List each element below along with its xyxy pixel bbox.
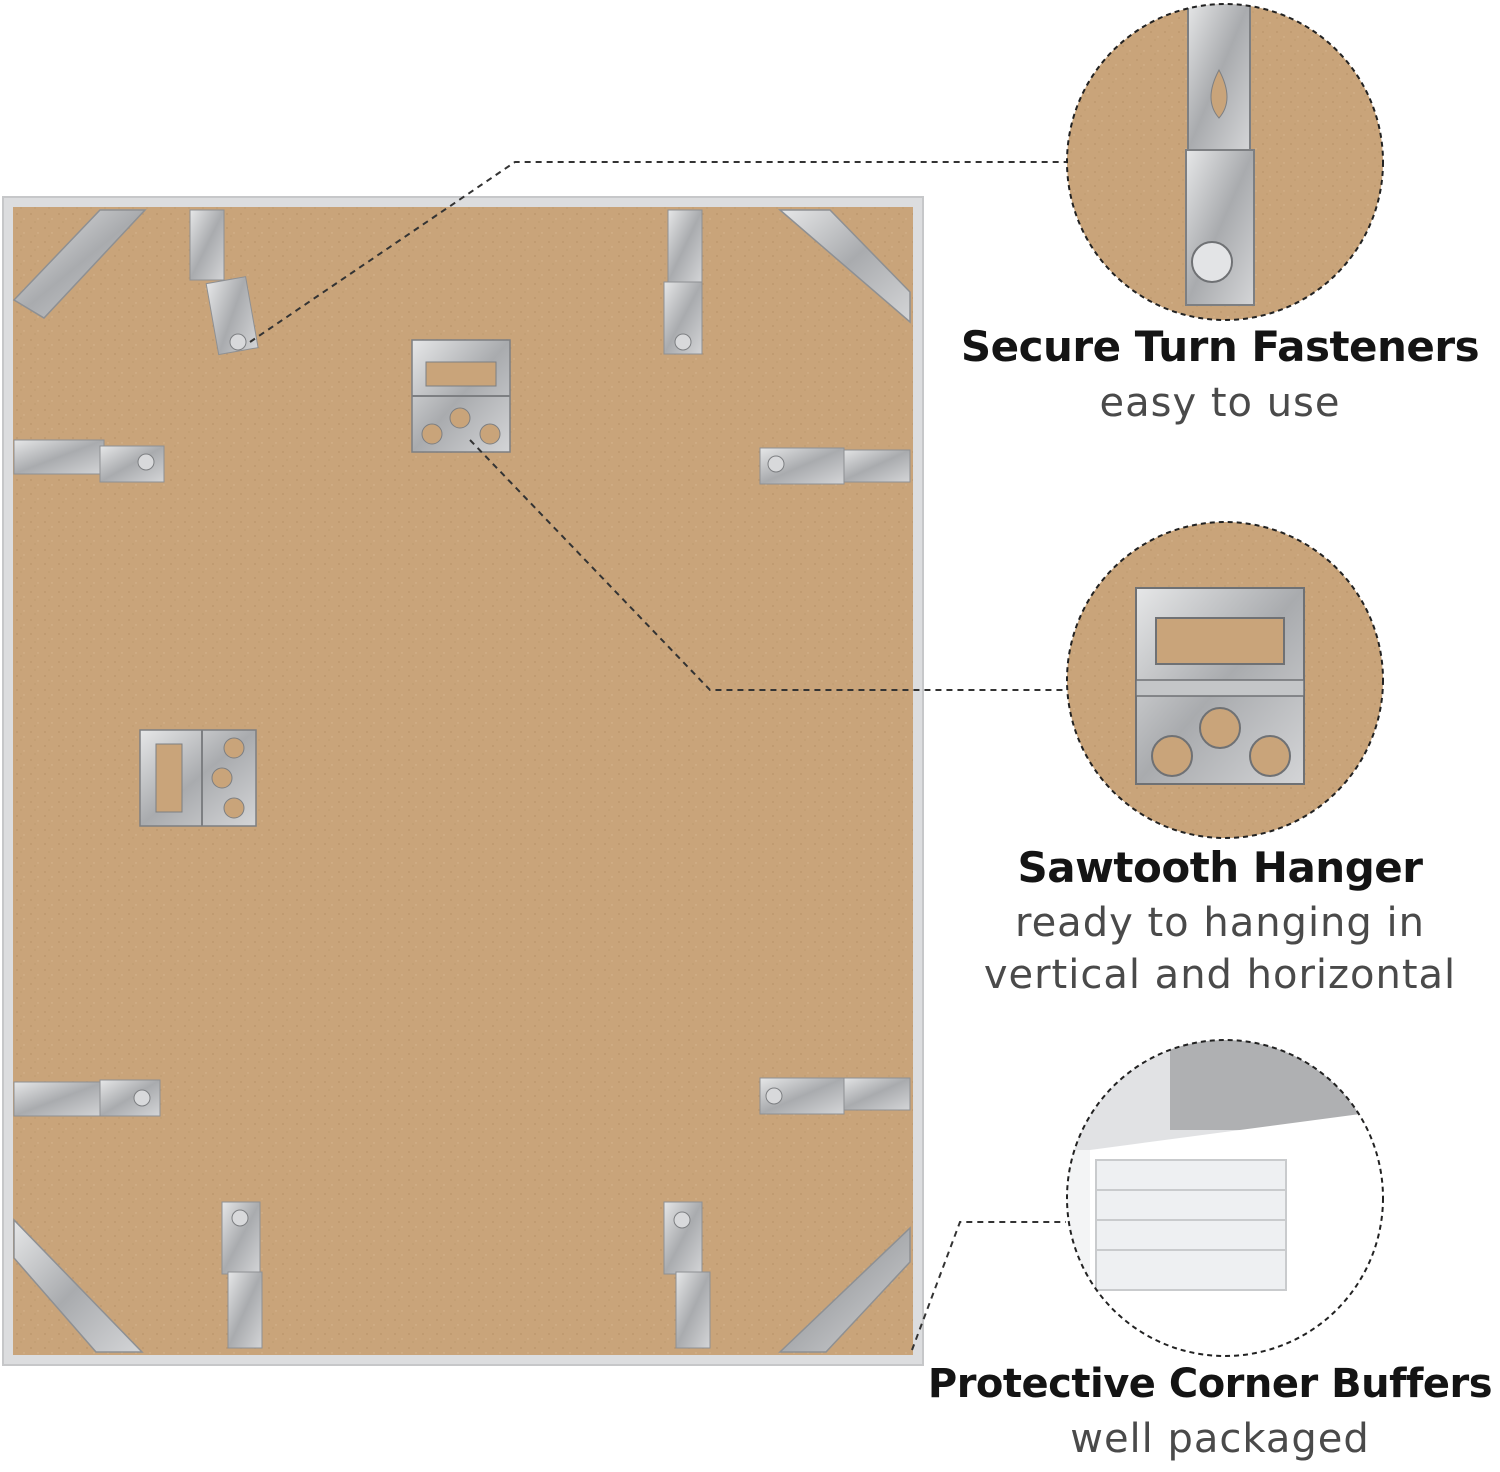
feature-title-turn-fasteners: Secure Turn Fasteners bbox=[960, 322, 1480, 371]
corner-clips bbox=[12, 209, 911, 1353]
zoom-corner-buffers bbox=[1066, 1039, 1384, 1357]
feature-title-corner-buffers: Protective Corner Buffers bbox=[927, 1361, 1493, 1407]
turn-fastener-right-lower bbox=[759, 1077, 911, 1115]
feature-subtitle-sawtooth-hanger-line1: ready to hanging in bbox=[1015, 900, 1425, 946]
turn-fastener-left-lower bbox=[13, 1079, 161, 1117]
zoom-sawtooth-hanger bbox=[1066, 521, 1384, 839]
sawtooth-hanger-side bbox=[139, 729, 257, 827]
leader-lines bbox=[249, 161, 1066, 1351]
turn-fastener-bottom-right bbox=[663, 1201, 711, 1349]
zoom-turn-fastener bbox=[1066, 3, 1384, 321]
turn-fastener-top-left bbox=[189, 209, 259, 356]
turn-fastener-bottom-left bbox=[221, 1201, 263, 1349]
feature-subtitle-sawtooth-hanger-line2: vertical and horizontal bbox=[983, 952, 1457, 998]
turn-fastener-left-upper bbox=[13, 439, 165, 483]
feature-subtitle-turn-fasteners: easy to use bbox=[1099, 380, 1341, 426]
turn-fastener-right-upper bbox=[759, 447, 911, 485]
feature-subtitle-corner-buffers: well packaged bbox=[1070, 1416, 1370, 1462]
turn-fastener-top-right bbox=[663, 209, 703, 355]
feature-title-sawtooth-hanger: Sawtooth Hanger bbox=[1017, 843, 1423, 892]
sawtooth-hanger-top bbox=[411, 339, 511, 453]
